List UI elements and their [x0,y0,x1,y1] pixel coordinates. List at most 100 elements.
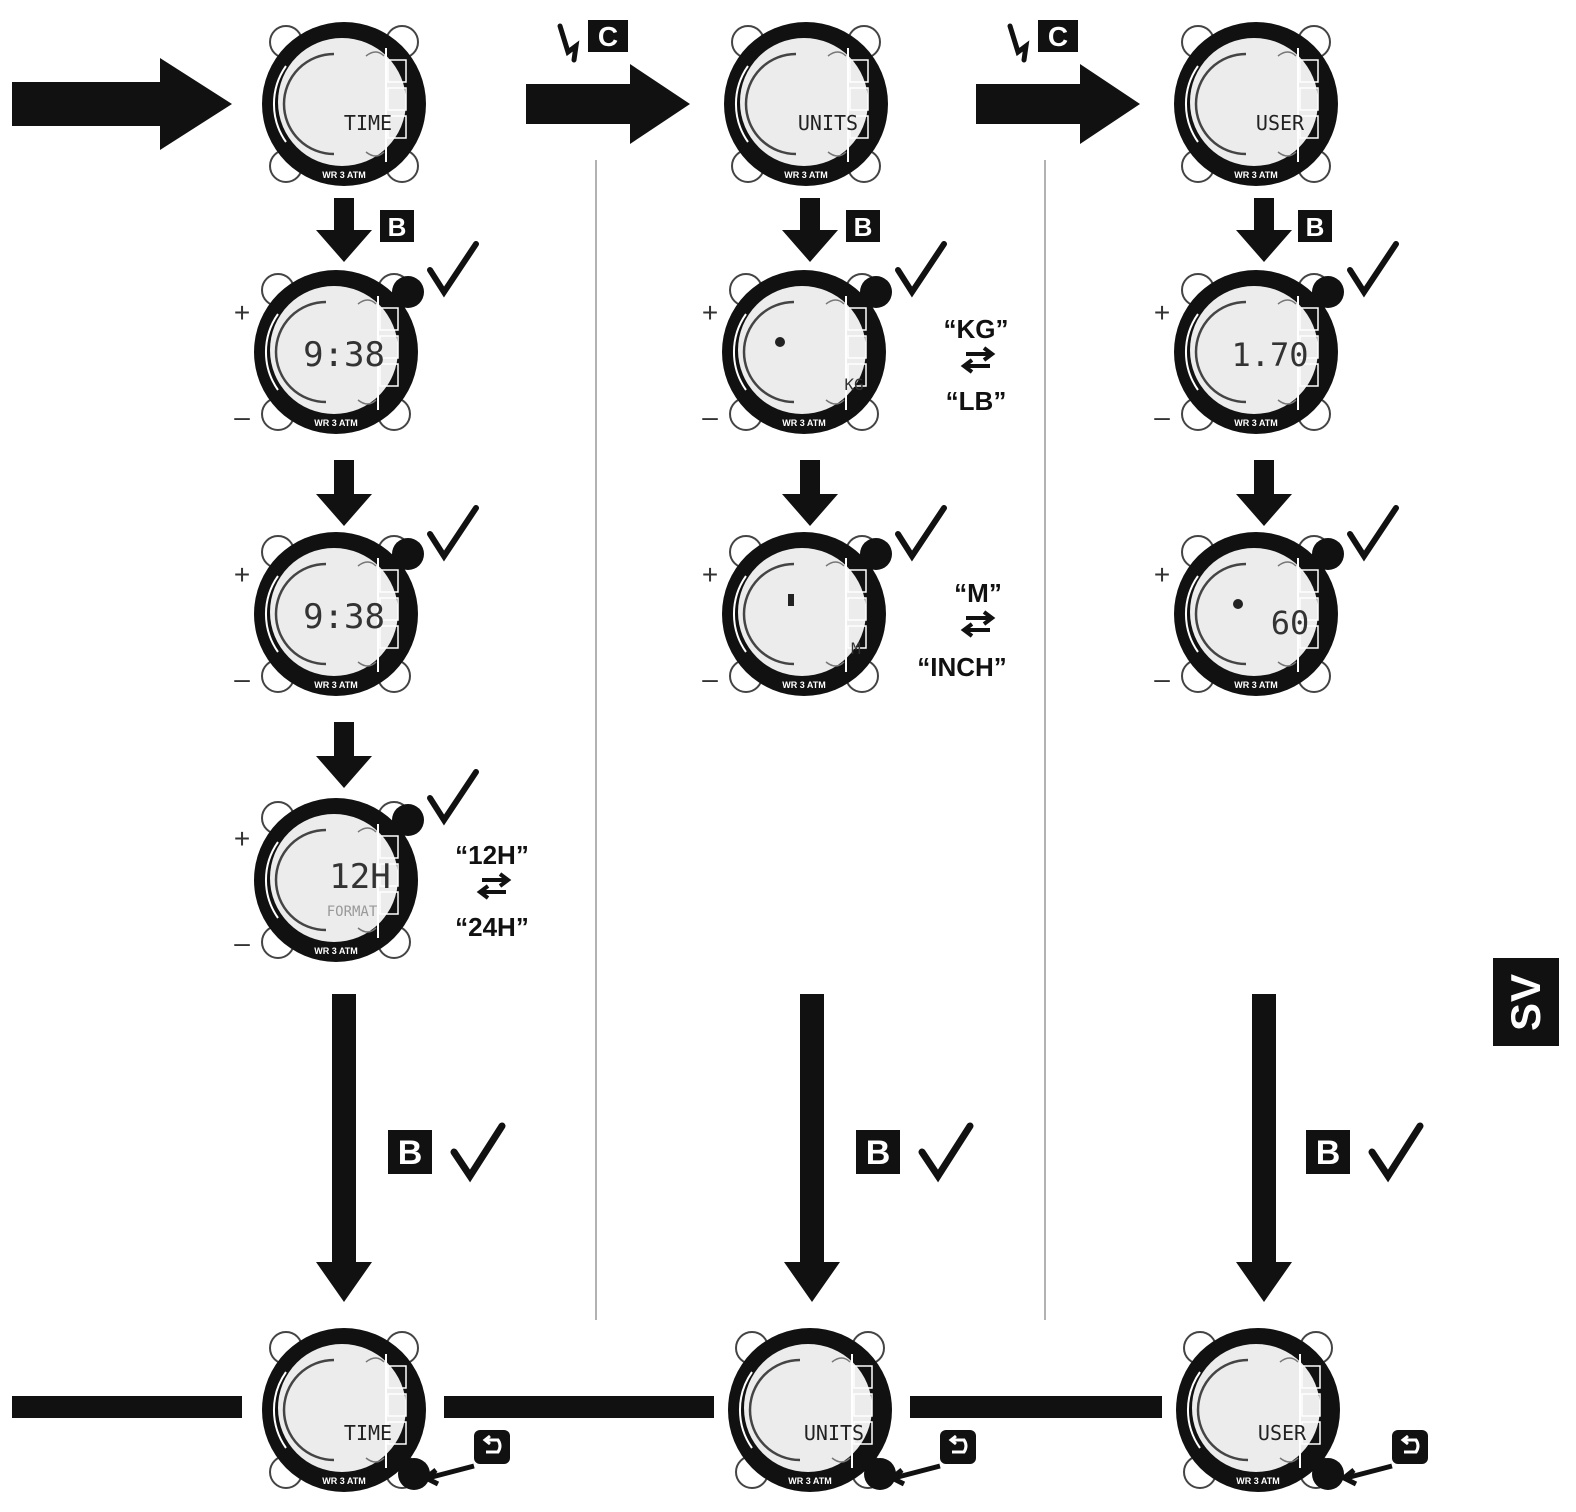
checkmark-icon [1368,1122,1424,1183]
long-down-arrow [316,994,372,1302]
checkmark-icon [427,241,479,298]
language-tab-label: SV [1502,972,1549,1032]
display-text: 9:38 [303,335,385,375]
down-arrow [316,198,372,262]
watch-units-menu: UNITS WR 3 ATM [722,20,890,188]
c-button-label: C [1048,21,1068,52]
bezel-text: WR 3 ATM [782,680,826,690]
back-arrow [1339,1463,1393,1487]
plus-sign: + [702,559,718,590]
toggle-arrows-icon [476,872,512,900]
display-text: UNITS [798,111,858,135]
down-arrow [782,198,838,262]
option-label: “M” [954,578,1002,608]
b-button-label: B [854,212,873,242]
down-arrow [1236,460,1292,526]
press-down-icon [1007,23,1030,63]
watch-user-height: 1.70 WR 3 ATM [1172,268,1344,436]
minus-sign: – [702,401,718,432]
down-arrow [1236,198,1292,262]
option-label: “KG” [944,314,1009,344]
display-text: TIME [344,1421,392,1445]
plus-sign: + [1154,559,1170,590]
back-arrow [421,1463,475,1487]
c-button-label: C [598,21,618,52]
long-down-arrow [784,994,840,1302]
display-text: 60 [1271,604,1310,642]
down-arrow [782,460,838,526]
plus-sign: + [234,559,250,590]
plus-sign: + [234,297,250,328]
back-button-icon [1392,1430,1428,1464]
b-button-label: B [388,212,407,242]
bezel-text: WR 3 ATM [788,1476,832,1486]
watch-user-weight: 60 WR 3 ATM [1172,530,1344,698]
minus-sign: – [234,401,250,432]
checkmark-icon [895,241,947,298]
b-button-badge [1306,1130,1350,1174]
b-button-label: B [398,1134,423,1172]
bezel-text: WR 3 ATM [1234,680,1278,690]
down-arrow [316,722,372,788]
bezel-text: WR 3 ATM [314,946,358,956]
bezel-text: WR 3 ATM [322,1476,366,1486]
arrow-to-user [976,64,1140,144]
long-down-arrow [1236,994,1292,1302]
option-label: “LB” [946,386,1007,416]
watch-time-menu: TIME WR 3 ATM [260,20,428,188]
display-text: M [851,639,861,658]
watch-user-menu: USER WR 3 ATM [1172,20,1340,188]
plus-sign: + [234,823,250,854]
display-text: USER [1256,111,1305,135]
toggle-arrows-icon [960,346,996,374]
display-text: UNITS [804,1421,864,1445]
bezel-text: WR 3 ATM [784,170,828,180]
b-button-badge [380,210,414,242]
minus-sign: – [234,663,250,694]
minus-sign: – [1154,401,1170,432]
display-subtext: FORMAT [327,904,378,920]
minus-sign: – [1154,663,1170,694]
press-down-icon [557,23,580,63]
bezel-text: WR 3 ATM [782,418,826,428]
plus-sign: + [1154,297,1170,328]
watch-time-exit: TIME WR 3 ATM [260,1326,430,1494]
watch-user-exit: USER WR 3 ATM [1174,1326,1344,1494]
c-button-badge [588,20,628,52]
arrow-to-units [526,64,690,144]
back-arrow [887,1463,941,1487]
exit-line [910,1396,1162,1418]
bezel-text: WR 3 ATM [1234,170,1278,180]
minus-sign: – [234,927,250,958]
bezel-text: WR 3 ATM [1234,418,1278,428]
watch-time-format: 12H FORMAT WR 3 ATM [252,796,424,964]
display-text: TIME [344,111,392,135]
display-text: 9:38 [303,597,385,637]
language-tab: SV [1493,958,1559,1046]
watch-time-hour: 9:38 WR 3 ATM [252,268,424,436]
b-button-badge [388,1130,432,1174]
bezel-text: WR 3 ATM [1236,1476,1280,1486]
checkmark-icon [427,505,479,562]
option-label: “12H” [455,840,529,870]
back-button-icon [940,1430,976,1464]
minus-sign: – [702,663,718,694]
b-button-badge [1298,210,1332,242]
option-label: “INCH” [917,652,1007,682]
b-button-label: B [866,1134,891,1172]
watch-units-exit: UNITS WR 3 ATM [726,1326,896,1494]
back-button-icon [474,1430,510,1464]
checkmark-icon [1347,241,1399,298]
plus-sign: + [702,297,718,328]
checkmark-icon [1347,505,1399,562]
checkmark-icon [427,769,479,826]
watch-units-weight: KG WR 3 ATM [720,268,892,436]
checkmark-icon [450,1122,506,1183]
watch-units-height: M WR 3 ATM [720,530,892,698]
checkmark-icon [918,1122,974,1183]
watch-time-minute: 9:38 WR 3 ATM [252,530,424,698]
b-button-badge [846,210,880,242]
b-button-label: B [1306,212,1325,242]
down-arrow [316,460,372,526]
option-label: “24H” [455,912,529,942]
